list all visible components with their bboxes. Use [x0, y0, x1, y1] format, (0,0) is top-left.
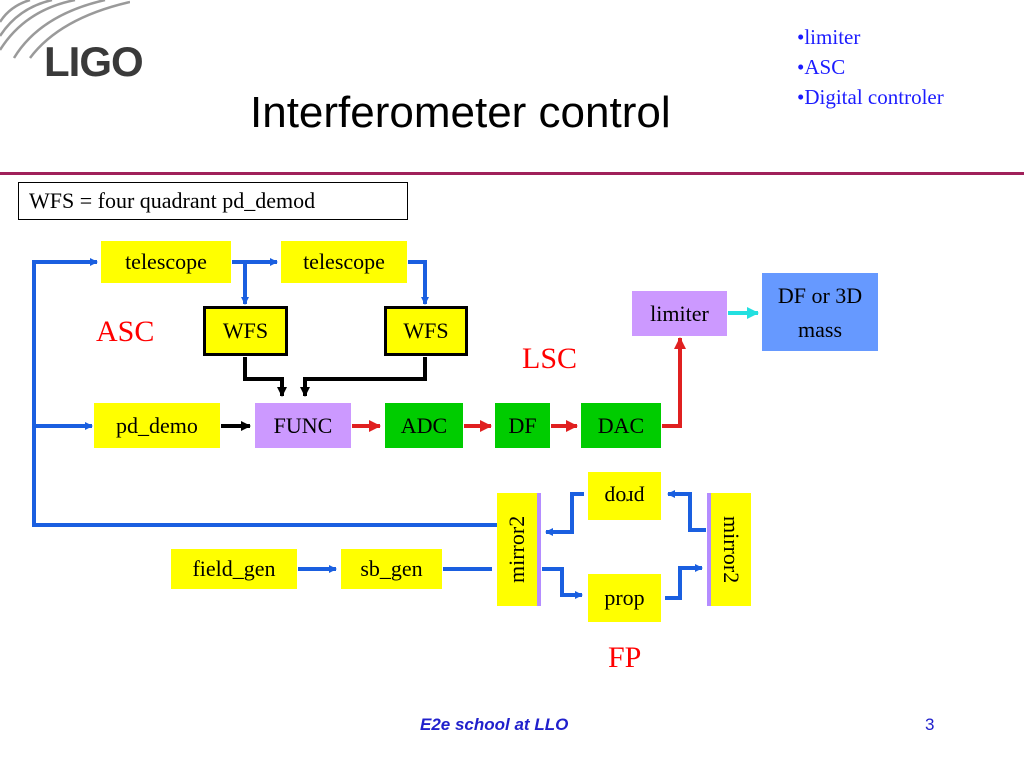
telescope-wfs-arrow [232, 260, 249, 305]
title-divider [0, 172, 1024, 175]
logo-arcs-icon [0, 0, 130, 59]
prop-top-mirror-arrow [545, 492, 584, 536]
telescope-block-1: telescope [101, 241, 231, 283]
fp-label: FP [608, 641, 642, 674]
mirror-right-surface [707, 493, 711, 606]
sb-gen-block: sb_gen [341, 549, 442, 589]
prop-block-bottom: prop [588, 574, 661, 622]
wfs-func-arrow [300, 357, 427, 397]
df-or-3d-mass-block: DF or 3D mass [762, 273, 878, 351]
wfs-block-2: WFS [384, 306, 468, 356]
bullet-item: •limiter [797, 25, 861, 49]
pd-demo-block: pd_demo [94, 403, 220, 448]
lsc-label: LSC [522, 342, 578, 375]
func-block: FUNC [255, 403, 351, 448]
df-block: DF [495, 403, 550, 448]
adc-block: ADC [385, 403, 463, 448]
prop-mirror-arrow [665, 564, 703, 600]
dac-limiter-arrow [662, 337, 686, 428]
page-title: Interferometer control [250, 88, 671, 137]
bullet-item: •ASC [797, 55, 846, 79]
wfs-definition-note: WFS = four quadrant pd_demod [18, 182, 408, 220]
dac-block: DAC [581, 403, 661, 448]
logo-text: LIGO [44, 38, 144, 85]
mirror-prop-top-arrow [667, 490, 706, 532]
footer-text: E2e school at LLO [420, 715, 569, 734]
feedback-arrow [32, 258, 497, 527]
bullet-list: •limiter •ASC •Digital controler [797, 22, 944, 112]
telescope-block-2: telescope [281, 241, 407, 283]
mirror2-block-left: mirror2 [497, 493, 537, 606]
mirror2-block-right: mirror2 [711, 493, 751, 606]
prop-block-top: prop [588, 472, 661, 520]
field-gen-block: field_gen [171, 549, 297, 589]
limiter-block: limiter [632, 291, 727, 336]
mirror-prop-arrow [542, 567, 583, 599]
wfs-func-arrow [243, 357, 287, 397]
wfs-block-1: WFS [203, 306, 288, 356]
bullet-item: •Digital controler [797, 85, 944, 109]
asc-label: ASC [96, 315, 155, 348]
mirror-left-surface [537, 493, 541, 606]
telescope-wfs-arrow [408, 260, 429, 305]
page-number: 3 [925, 715, 935, 734]
